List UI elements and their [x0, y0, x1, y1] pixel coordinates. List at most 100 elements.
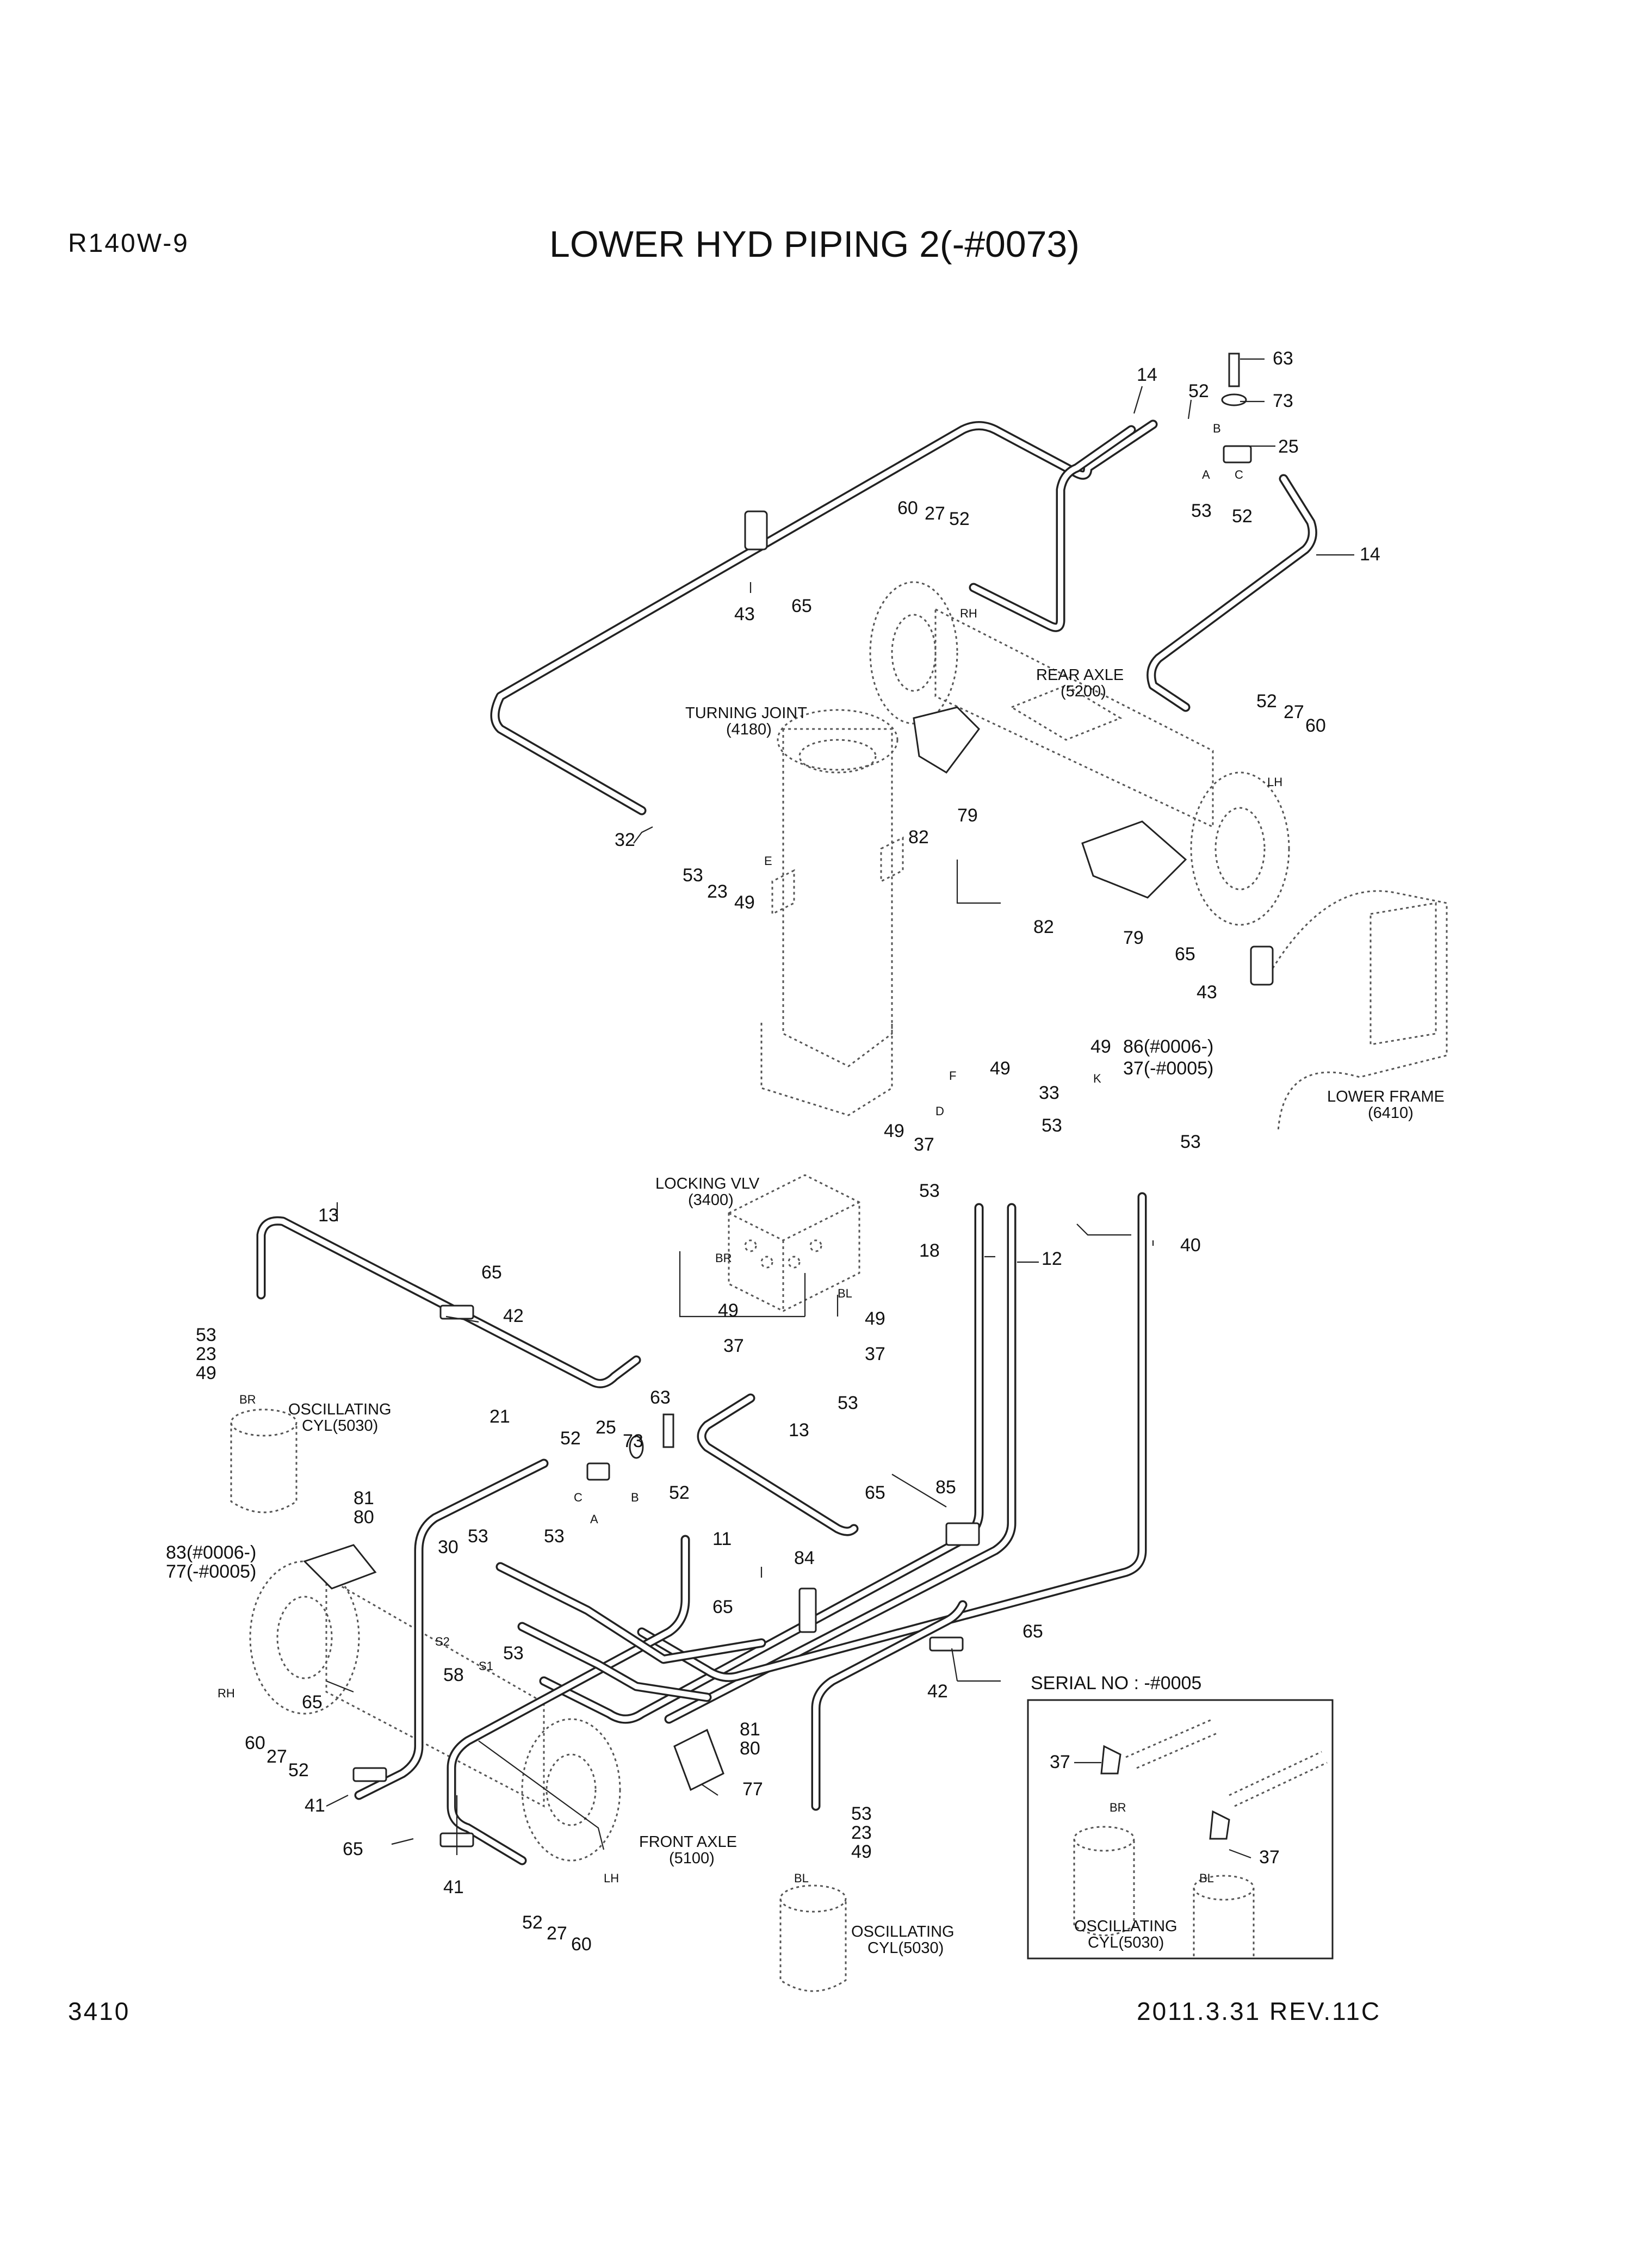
callout-23-bl: 23	[851, 1822, 872, 1843]
label-front-axle-code: (5100)	[669, 1850, 715, 1867]
callout-81-left: 81	[354, 1488, 374, 1509]
label-oscillating-cyl-bottom: OSCILLATING	[851, 1923, 955, 1941]
callout-21: 21	[489, 1406, 510, 1427]
port-a-lower: A	[590, 1512, 598, 1526]
pipe-cross-lines	[495, 1562, 766, 1702]
bolt-63-upper	[1228, 353, 1240, 387]
callout-37-vlv-br: 37	[723, 1336, 744, 1356]
callout-65-left: 65	[481, 1262, 502, 1283]
inset-component-label: OSCILLATING	[1074, 1918, 1178, 1935]
callout-53-d: 53	[919, 1181, 940, 1201]
inset-elbow-37-bl	[1209, 1810, 1230, 1840]
callout-37-vlv-bl: 37	[865, 1344, 885, 1364]
callout-86: 86(#0006-)	[1123, 1036, 1213, 1057]
clamp-42-upper	[439, 1305, 474, 1320]
callout-14-upper: 14	[1137, 364, 1157, 385]
inset-label-37-bl: 37	[1259, 1847, 1280, 1868]
callout-52-rh: 52	[949, 509, 970, 529]
callout-81-lower: 81	[740, 1719, 760, 1740]
inset-label-37-br: 37	[1050, 1752, 1070, 1772]
callout-83: 83(#0006-)	[166, 1542, 256, 1563]
callout-52-lower-a: 52	[560, 1428, 581, 1449]
port-br-left: BR	[239, 1393, 256, 1406]
clamp-43-upper	[744, 510, 768, 551]
callout-49-e: 49	[734, 892, 755, 913]
page-title: LOWER HYD PIPING 2(-#0073)	[549, 224, 1080, 265]
callout-77-lower: 77	[742, 1779, 763, 1800]
callout-52-front-rh: 52	[288, 1760, 309, 1781]
callout-73-lower: 73	[623, 1431, 643, 1451]
callout-43-right: 43	[1197, 982, 1217, 1003]
port-d: D	[935, 1104, 944, 1118]
callout-27-lh: 27	[1284, 702, 1304, 722]
callout-53-e: 53	[683, 865, 703, 886]
oscillating-cylinder-bottom-outline	[779, 1884, 847, 1992]
callout-41-left: 41	[305, 1795, 325, 1816]
callout-65-right: 65	[1175, 944, 1195, 965]
label-lower-frame-code: (6410)	[1368, 1104, 1414, 1122]
bracket-77-lower	[673, 1728, 724, 1791]
pipe-21-11-loop	[354, 1459, 690, 1865]
callout-14-right: 14	[1360, 544, 1380, 565]
pipe-13-left-loop	[256, 1216, 641, 1388]
callout-49-br: 49	[196, 1363, 216, 1383]
pipe-bundle-18-12-40	[539, 1192, 1147, 1724]
callout-52-lower-b: 52	[669, 1482, 690, 1503]
callout-82-upper: 82	[908, 827, 929, 848]
callout-60-front-rh: 60	[245, 1733, 265, 1753]
callout-27-rh: 27	[925, 503, 945, 524]
locking-valve-outline	[728, 1174, 860, 1312]
washer-73-upper	[1221, 393, 1247, 406]
port-c-upper: C	[1235, 468, 1243, 481]
port-b-upper: B	[1213, 422, 1221, 435]
front-axle-outline	[249, 1560, 621, 1862]
label-rear-axle-code: (5200)	[1061, 683, 1106, 700]
port-k: K	[1093, 1072, 1101, 1085]
callout-84: 84	[794, 1548, 815, 1568]
washer-73-lower	[629, 1435, 644, 1459]
callout-49-d: 49	[884, 1121, 904, 1141]
tee-25-lower	[586, 1462, 610, 1481]
callout-53-vlv: 53	[838, 1393, 858, 1413]
callout-53-k: 53	[1180, 1132, 1201, 1152]
callout-42-upper: 42	[503, 1306, 524, 1326]
clamp-84	[798, 1587, 817, 1633]
callout-11: 11	[712, 1529, 732, 1549]
callout-53-f: 53	[1042, 1115, 1062, 1136]
callout-53-upper: 53	[1191, 500, 1212, 521]
callout-53-s: 53	[468, 1526, 488, 1547]
turning-joint-outline	[760, 709, 904, 1116]
callout-52-upper: 52	[1188, 381, 1209, 401]
callout-13-right: 13	[789, 1420, 809, 1441]
port-rh-rear: RH	[960, 607, 977, 620]
callout-79-upper: 79	[957, 805, 978, 826]
oscillating-cylinder-left-outline	[230, 1408, 298, 1513]
clamp-43-right	[1250, 945, 1274, 986]
callout-27-front-lh: 27	[547, 1923, 567, 1944]
inset-elbow-37-br	[1100, 1745, 1121, 1775]
revision-stamp: 2011.3.31 REV.11C	[1137, 1997, 1381, 2025]
callout-79-lower: 79	[1123, 928, 1144, 948]
serial-inset: SERIAL NO : -#0005 37 BR 37 BL OSCILLATI…	[1027, 1673, 1334, 1960]
callout-18: 18	[919, 1240, 940, 1261]
component-labels: TURNING JOINT (4180) REAR AXLE (5200) LO…	[288, 666, 1445, 1957]
callout-65-bottom: 65	[343, 1839, 363, 1859]
callout-53-s1: 53	[503, 1643, 524, 1664]
port-labels: B A C RH LH E F D K BR BL C B A S2 S1 RH…	[218, 422, 1282, 1885]
callout-27-front-rh: 27	[267, 1746, 287, 1767]
port-e: E	[764, 854, 772, 868]
page-number: 3410	[68, 1997, 131, 2025]
port-br-vlv: BR	[715, 1251, 732, 1265]
callout-77-left: 77(-#0005)	[166, 1561, 256, 1582]
bracket-79-upper	[913, 706, 980, 774]
callout-80-lower: 80	[740, 1738, 760, 1759]
callout-23-br: 23	[196, 1344, 216, 1364]
port-lh-front: LH	[604, 1871, 619, 1885]
inset-title: SERIAL NO : -#0005	[1031, 1673, 1201, 1694]
callout-82-lower: 82	[1033, 917, 1054, 937]
label-locking-vlv-code: (3400)	[688, 1191, 734, 1209]
callout-49-k: 49	[1090, 1036, 1111, 1057]
port-s2: S2	[435, 1635, 450, 1648]
port-bl-vlv: BL	[838, 1287, 852, 1300]
callout-49-f: 49	[990, 1058, 1011, 1079]
